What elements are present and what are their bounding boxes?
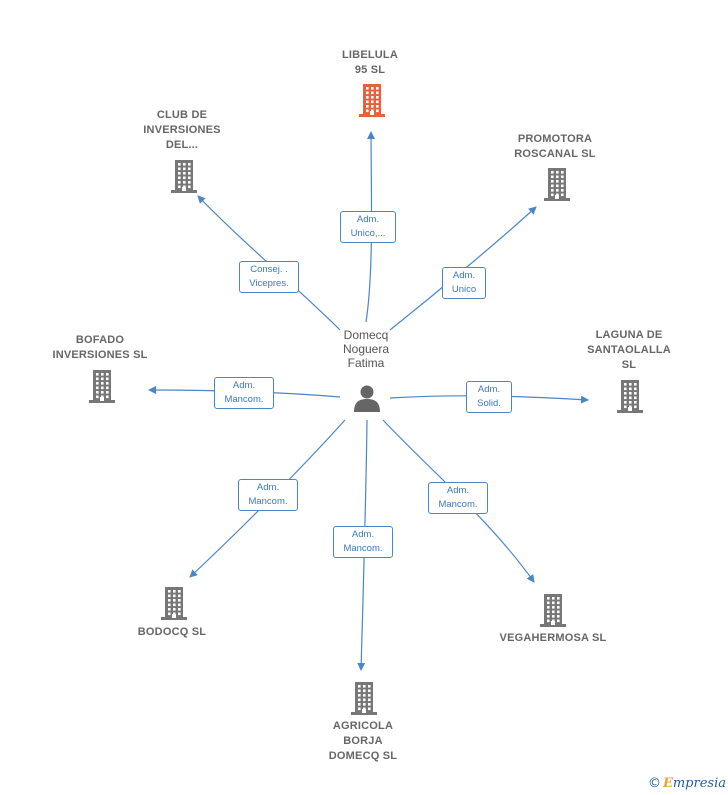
role-line: Adm. bbox=[446, 485, 470, 496]
role-line: Adm. bbox=[477, 384, 501, 395]
node-label-agricola[interactable]: AGRICOLA BORJA DOMECQ SL bbox=[310, 719, 416, 764]
role-line: Adm. bbox=[351, 529, 375, 540]
node-label-line: BORJA bbox=[343, 735, 383, 747]
role-label-bofado[interactable]: Adm. Mancom. bbox=[214, 377, 274, 409]
node-label-line: ROSCANAL SL bbox=[514, 148, 596, 160]
role-label-club[interactable]: Consej. . Vicepres. bbox=[239, 261, 299, 293]
node-label-bofado[interactable]: BOFADO INVERSIONES SL bbox=[40, 333, 160, 363]
building-icon[interactable] bbox=[88, 368, 116, 404]
watermark-text: mpresia bbox=[672, 776, 726, 791]
node-label-line: 95 SL bbox=[354, 64, 386, 76]
copyright-icon: © bbox=[647, 776, 661, 791]
node-label-line: SL bbox=[621, 359, 637, 371]
node-label-line: BODOCQ SL bbox=[137, 626, 207, 638]
node-label-line: CLUB DE bbox=[156, 109, 208, 121]
node-label-line: VEGAHERMOSA SL bbox=[499, 632, 607, 644]
role-label-agricola[interactable]: Adm. Mancom. bbox=[333, 526, 393, 558]
node-label-line: DEL... bbox=[165, 139, 199, 151]
empresia-watermark: ©Empresia bbox=[648, 776, 726, 791]
role-line: Adm. bbox=[232, 380, 256, 391]
role-line: Mancom. bbox=[224, 394, 264, 405]
role-label-laguna[interactable]: Adm. Solid. bbox=[466, 381, 512, 413]
center-name-line: Noguera bbox=[342, 342, 390, 356]
node-label-line: BOFADO bbox=[75, 334, 125, 346]
node-label-libelula[interactable]: LIBELULA 95 SL bbox=[320, 48, 420, 78]
role-line: Adm. bbox=[256, 482, 280, 493]
edge-to-promotora bbox=[389, 206, 537, 331]
node-label-line: LAGUNA DE bbox=[595, 329, 663, 341]
person-icon[interactable] bbox=[352, 383, 382, 413]
node-label-bodocq[interactable]: BODOCQ SL bbox=[122, 625, 222, 640]
role-line: Consej. . bbox=[250, 264, 288, 275]
role-label-vegahermosa[interactable]: Adm. Mancom. bbox=[428, 482, 488, 514]
node-label-club[interactable]: CLUB DE INVERSIONES DEL... bbox=[128, 108, 236, 153]
node-label-line: INVERSIONES bbox=[143, 124, 221, 136]
center-person-name[interactable]: Domecq Noguera Fatima bbox=[318, 328, 414, 370]
role-line: Vicepres. bbox=[249, 278, 289, 289]
role-line: Mancom. bbox=[343, 543, 383, 554]
role-line: Solid. bbox=[477, 398, 501, 409]
center-name-line: Fatima bbox=[347, 356, 385, 370]
node-label-line: AGRICOLA bbox=[332, 720, 394, 732]
role-line: Adm. bbox=[452, 270, 476, 281]
node-label-laguna[interactable]: LAGUNA DE SANTAOLALLA SL bbox=[576, 328, 682, 373]
role-line: Unico,... bbox=[350, 228, 386, 239]
node-label-vegahermosa[interactable]: VEGAHERMOSA SL bbox=[490, 631, 616, 646]
role-line: Mancom. bbox=[248, 496, 288, 507]
node-label-promotora[interactable]: PROMOTORA ROSCANAL SL bbox=[500, 132, 610, 162]
role-label-bodocq[interactable]: Adm. Mancom. bbox=[238, 479, 298, 511]
role-line: Adm. bbox=[356, 214, 380, 225]
node-label-line: LIBELULA bbox=[342, 49, 398, 61]
building-icon[interactable] bbox=[160, 585, 188, 621]
node-label-line: PROMOTORA bbox=[517, 133, 593, 145]
building-icon[interactable] bbox=[350, 680, 378, 716]
role-label-promotora[interactable]: Adm. Unico bbox=[442, 267, 486, 299]
building-icon[interactable] bbox=[170, 158, 198, 194]
node-label-line: INVERSIONES SL bbox=[52, 349, 148, 361]
building-icon[interactable] bbox=[616, 378, 644, 414]
building-icon[interactable] bbox=[543, 166, 571, 202]
role-label-libelula[interactable]: Adm. Unico,... bbox=[340, 211, 396, 243]
role-line: Unico bbox=[451, 284, 477, 295]
center-name-line: Domecq bbox=[343, 328, 389, 342]
role-line: Mancom. bbox=[438, 499, 478, 510]
building-icon[interactable] bbox=[539, 592, 567, 628]
watermark-e: E bbox=[662, 776, 673, 791]
node-label-line: SANTAOLALLA bbox=[587, 344, 671, 356]
building-icon[interactable] bbox=[358, 82, 386, 118]
node-label-line: DOMECQ SL bbox=[328, 750, 398, 762]
